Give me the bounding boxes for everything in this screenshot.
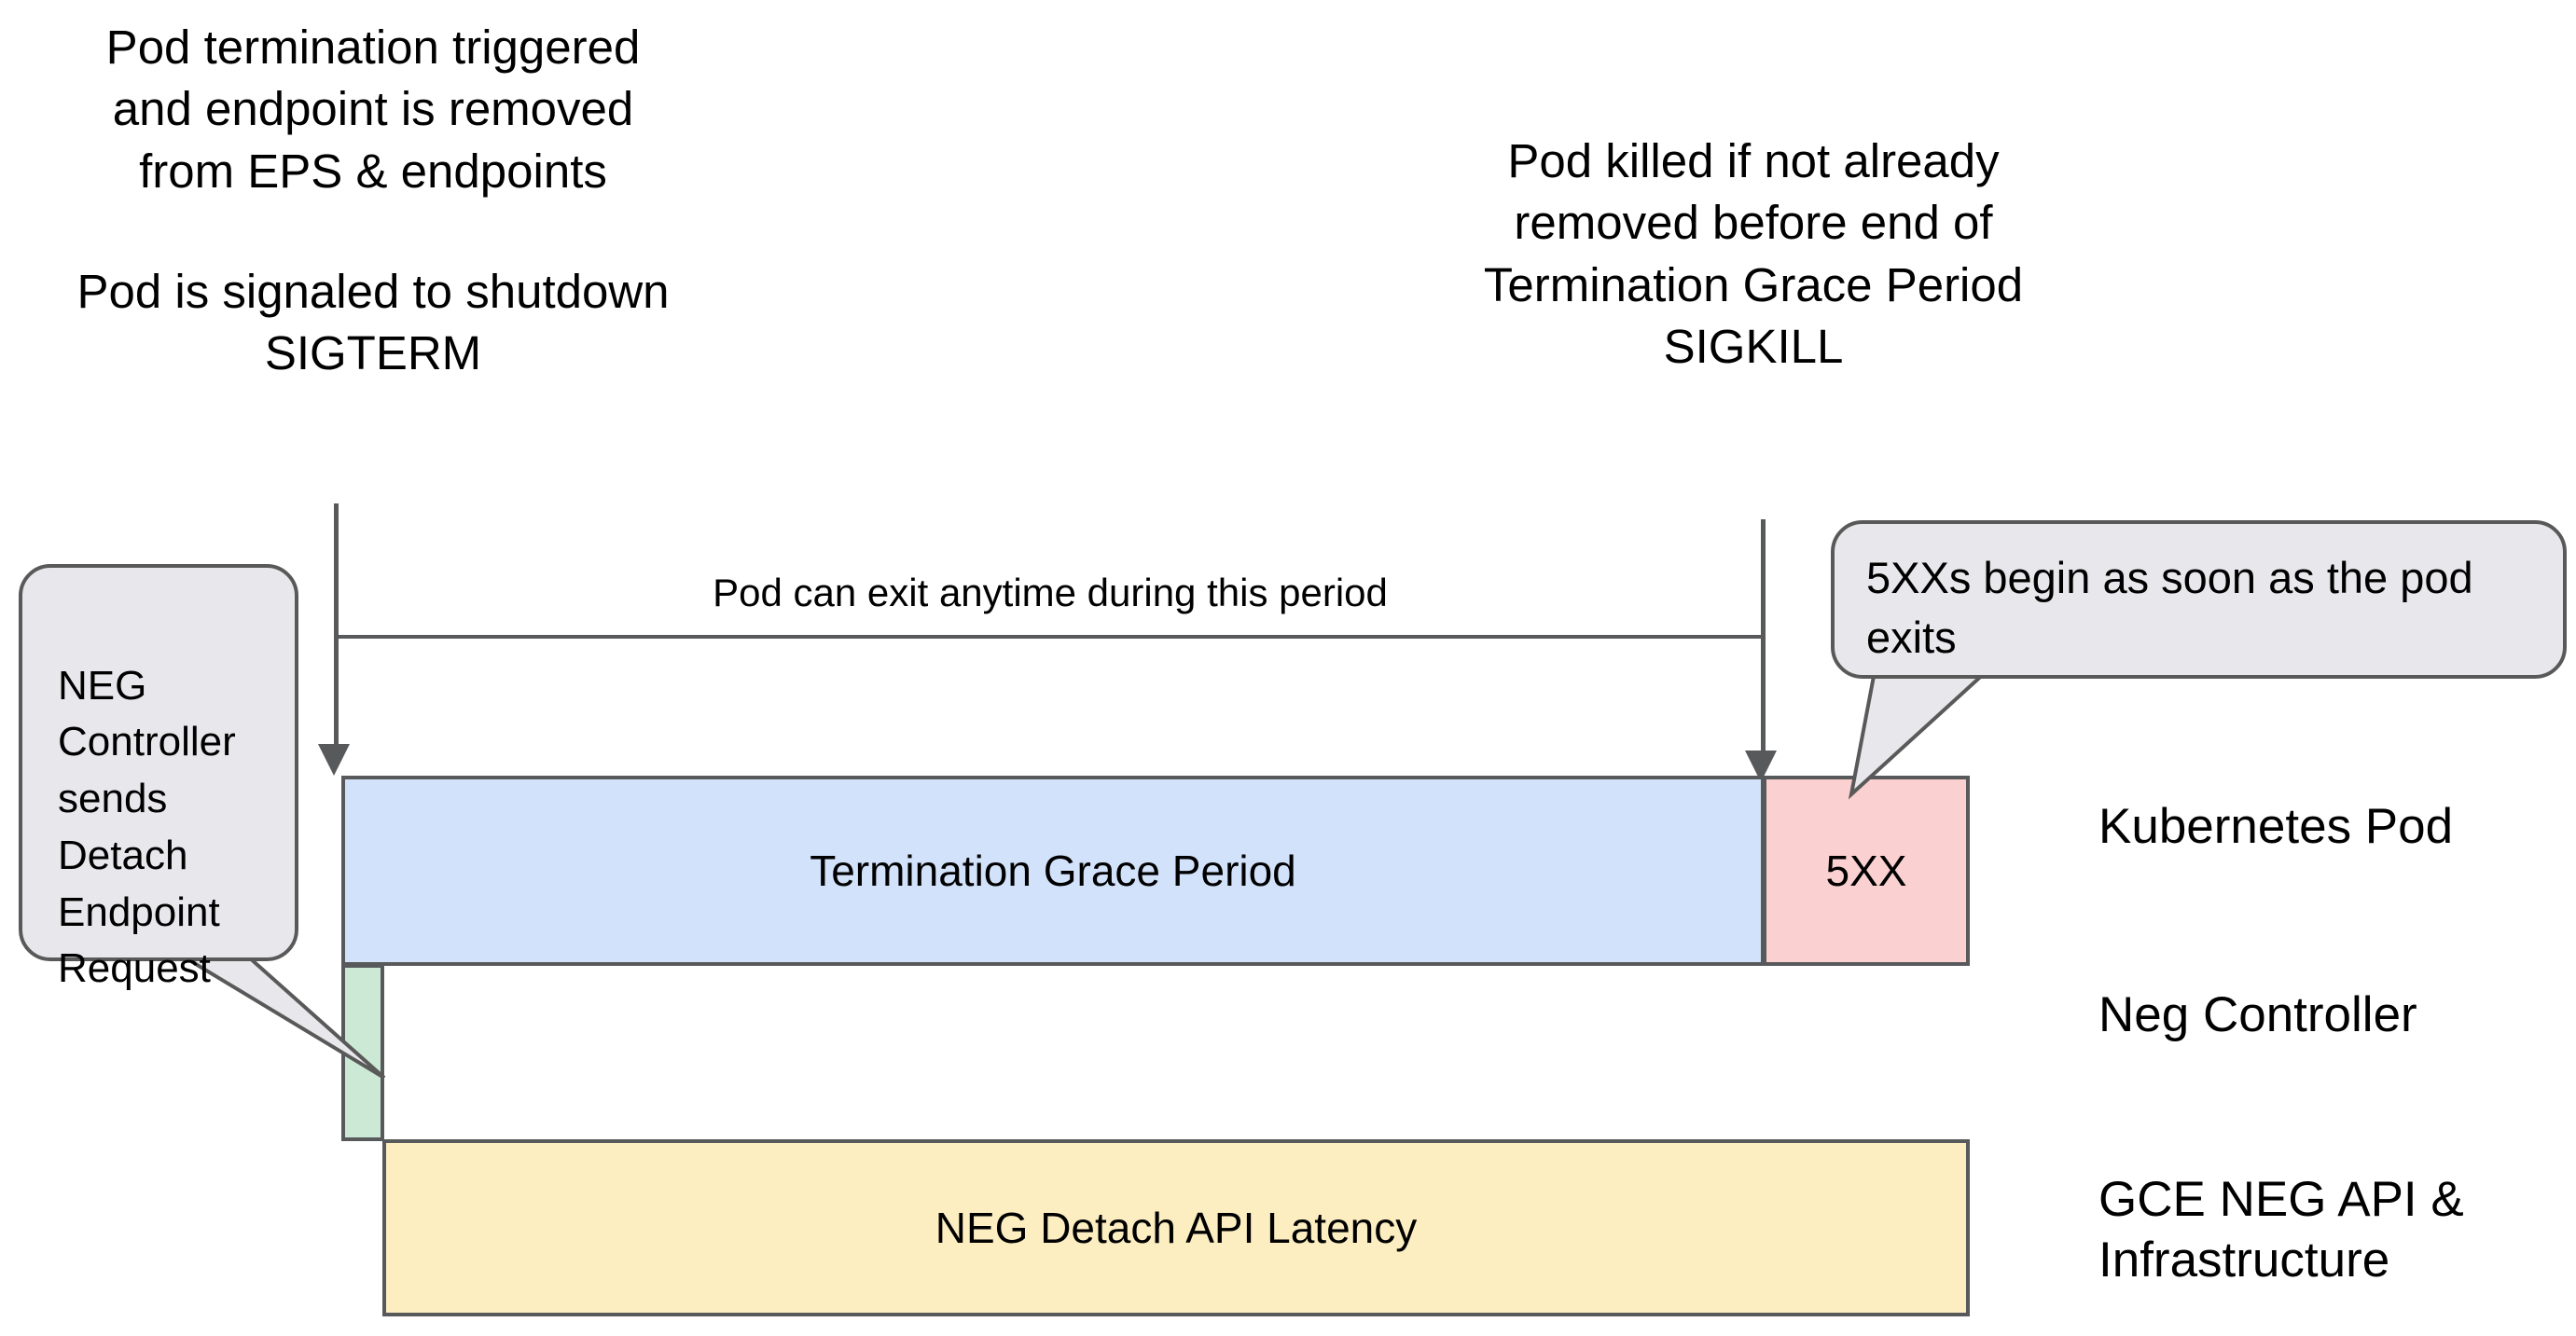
- pod-exit-window-caption: Pod can exit anytime during this period: [713, 571, 1388, 614]
- bar-neg-detach-api-latency-label: NEG Detach API Latency: [935, 1204, 1418, 1252]
- callout-five-xx-begin-text: 5XXs begin as soon as the pod exits: [1866, 553, 2473, 662]
- bar-termination-grace-period[interactable]: Termination Grace Period: [341, 776, 1765, 966]
- lane-label-kubernetes-pod: Kubernetes Pod: [2098, 799, 2454, 854]
- timeline-end-arrow-shaft: [1761, 519, 1766, 764]
- bar-neg-detach-api-latency[interactable]: NEG Detach API Latency: [382, 1139, 1970, 1316]
- pod-exit-window-span-line: [338, 635, 1763, 639]
- bar-termination-grace-period-label: Termination Grace Period: [810, 847, 1296, 895]
- callout-neg-controller-detach[interactable]: NEG Controller sends Detach Endpoint Req…: [19, 564, 298, 991]
- lane-label-neg-controller: Neg Controller: [2098, 987, 2417, 1042]
- bar-neg-detach-trigger[interactable]: [341, 964, 384, 1141]
- callout-neg-controller-detach-text: NEG Controller sends Detach Endpoint Req…: [58, 662, 236, 992]
- annotation-pod-signaled-shutdown: Pod is signaled to shutdown SIGTERM: [76, 265, 670, 380]
- annotation-pod-killed-sigkill: Pod killed if not already removed before…: [1483, 134, 2024, 373]
- timeline-start-arrow-head: [318, 744, 350, 776]
- timeline-start-arrow-shaft: [334, 503, 339, 757]
- callout-five-xx-begin[interactable]: 5XXs begin as soon as the pod exits: [1831, 520, 2567, 679]
- lane-label-gce-neg-api: GCE NEG API & Infrastructure: [2098, 1172, 2464, 1288]
- bar-five-xx-label: 5XX: [1825, 847, 1907, 895]
- bar-five-xx[interactable]: 5XX: [1763, 776, 1970, 966]
- annotation-pod-termination-triggered: Pod termination triggered and endpoint i…: [105, 21, 641, 198]
